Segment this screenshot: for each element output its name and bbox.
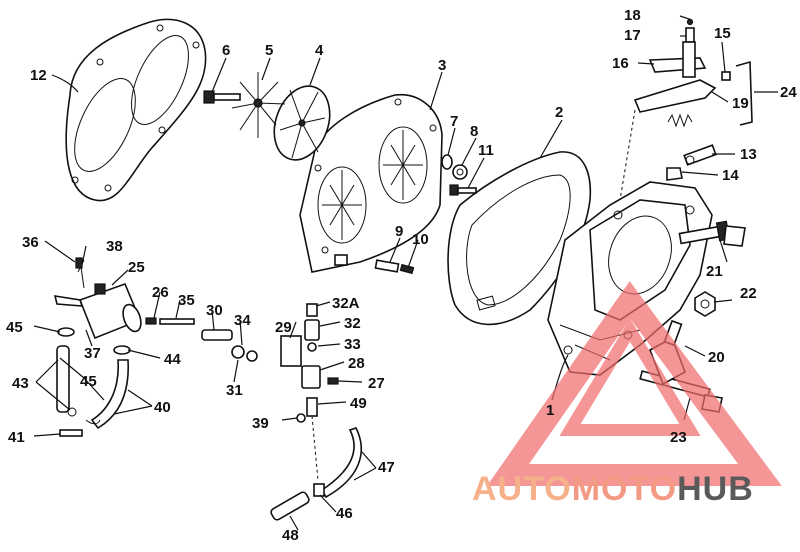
check-valve-9 xyxy=(334,254,400,273)
label-1: 1 xyxy=(546,402,554,419)
label-39: 39 xyxy=(252,415,269,432)
cap-14 xyxy=(666,167,683,181)
solenoid-25 xyxy=(53,282,142,340)
label-6: 6 xyxy=(222,42,230,59)
label-47: 47 xyxy=(378,459,395,476)
label-18: 18 xyxy=(624,7,641,24)
label-35: 35 xyxy=(178,292,195,309)
label-30: 30 xyxy=(206,302,223,319)
label-48: 48 xyxy=(282,527,299,544)
label-8: 8 xyxy=(470,123,478,140)
label-17: 17 xyxy=(624,27,641,44)
label-41: 41 xyxy=(8,429,25,446)
label-12: 12 xyxy=(30,67,47,84)
label-32: 32 xyxy=(344,315,361,332)
label-38: 38 xyxy=(106,238,123,255)
label-36: 36 xyxy=(22,234,39,251)
label-7: 7 xyxy=(450,113,458,130)
label-23: 23 xyxy=(670,429,687,446)
lever-assembly xyxy=(619,18,753,201)
watermark-hub: HUB xyxy=(677,470,754,508)
label-26: 26 xyxy=(152,284,169,301)
screw-10 xyxy=(399,263,415,275)
label-45b: 45 xyxy=(80,373,97,390)
hoses-left xyxy=(56,327,131,437)
label-40: 40 xyxy=(154,399,171,416)
label-33: 33 xyxy=(344,336,361,353)
watermark-triangle xyxy=(486,281,782,486)
label-14: 14 xyxy=(722,167,739,184)
nut-22 xyxy=(694,291,716,317)
fitting-13 xyxy=(683,144,717,166)
screw-11 xyxy=(449,184,477,196)
washer-7 xyxy=(441,154,453,170)
label-9: 9 xyxy=(395,223,403,240)
label-46: 46 xyxy=(336,505,353,522)
label-13: 13 xyxy=(740,146,757,163)
label-27: 27 xyxy=(368,375,385,392)
reed-star-5 xyxy=(231,72,286,138)
label-16: 16 xyxy=(612,55,629,72)
label-4: 4 xyxy=(315,42,324,59)
watermark-moto: MOTO xyxy=(571,470,678,508)
label-44: 44 xyxy=(164,351,181,368)
valve-stack xyxy=(280,303,339,481)
part-labels: 1 2 3 4 5 6 7 8 9 10 11 12 13 14 15 16 1… xyxy=(6,7,797,544)
label-43: 43 xyxy=(12,375,29,392)
hoses-bottom xyxy=(270,427,363,521)
label-2: 2 xyxy=(555,104,563,121)
watermark-auto: AUTO xyxy=(472,470,572,508)
watermark-text: AUTOMOTOHUB xyxy=(472,470,754,509)
label-19: 19 xyxy=(732,95,749,112)
label-24: 24 xyxy=(780,84,797,101)
label-5: 5 xyxy=(265,42,273,59)
label-28: 28 xyxy=(348,355,365,372)
label-32A: 32A xyxy=(332,295,360,312)
screw-6 xyxy=(203,90,241,104)
label-37: 37 xyxy=(84,345,101,362)
label-21: 21 xyxy=(706,263,723,280)
label-3: 3 xyxy=(438,57,446,74)
fuel-pump-housing-1 xyxy=(547,181,713,376)
label-20: 20 xyxy=(708,349,725,366)
label-22: 22 xyxy=(740,285,757,302)
bolt-21 xyxy=(678,220,746,247)
label-34: 34 xyxy=(234,312,251,329)
label-29: 29 xyxy=(275,319,292,336)
parts-26-35-30 xyxy=(145,317,258,362)
label-25: 25 xyxy=(128,259,145,276)
label-45a: 45 xyxy=(6,319,23,336)
label-10: 10 xyxy=(412,231,429,248)
label-15: 15 xyxy=(714,25,731,42)
reed-valve-4 xyxy=(273,85,331,161)
label-49: 49 xyxy=(350,395,367,412)
label-31: 31 xyxy=(226,382,243,399)
label-11: 11 xyxy=(478,142,494,159)
nut-8 xyxy=(452,164,468,180)
gasket-12 xyxy=(65,18,207,202)
